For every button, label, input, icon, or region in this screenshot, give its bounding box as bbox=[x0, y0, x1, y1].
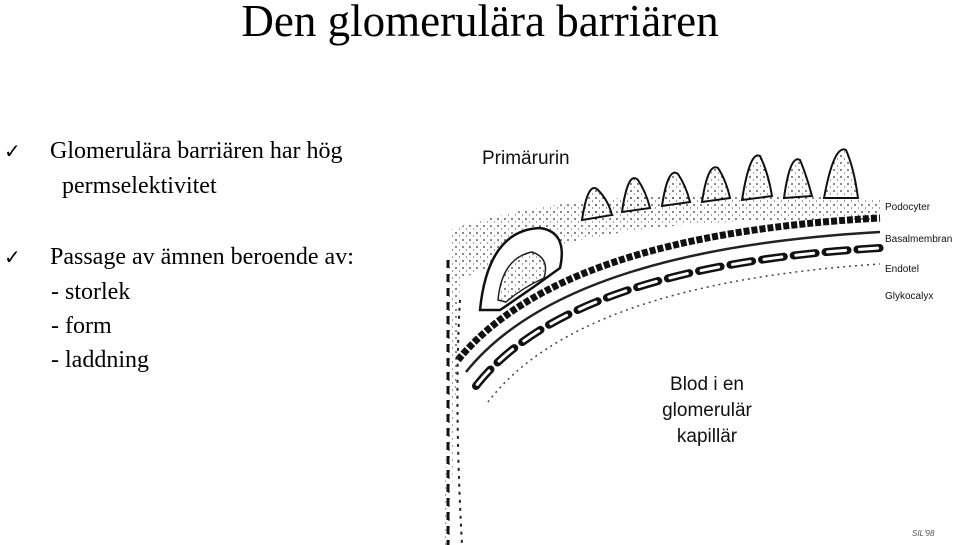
podocyte-nucleus bbox=[497, 251, 547, 303]
glycocalyx bbox=[487, 263, 881, 403]
label-glycocalyx: Glykocalyx bbox=[885, 291, 934, 302]
check-icon: ✓ bbox=[4, 139, 21, 163]
basement-membrane-inner bbox=[465, 230, 881, 373]
label-podocytes: Podocyter bbox=[885, 202, 931, 213]
label-endothelium: Endotel bbox=[885, 264, 919, 275]
sub-item-charge: - laddning bbox=[51, 347, 149, 373]
bullet-text: Glomerulära barriären har hög bbox=[50, 138, 343, 164]
podocyte-layer bbox=[444, 194, 880, 545]
barrier-illustration bbox=[444, 148, 884, 545]
signature-mark: SIL'98 bbox=[912, 529, 935, 538]
sub-item-size: - storlek bbox=[51, 279, 131, 305]
label-blood-capillary: Blod i en glomerulär kapillär bbox=[662, 374, 752, 447]
bullet-text-line2: permselektivitet bbox=[62, 173, 217, 199]
label-basement-membrane: Basalmembran bbox=[885, 234, 953, 245]
label-primary-urine: Primärurin bbox=[482, 148, 570, 169]
bullet-text: Passage av ämnen beroende av: bbox=[50, 244, 354, 270]
check-icon: ✓ bbox=[4, 245, 21, 269]
foot-processes bbox=[580, 148, 860, 222]
glomerular-barrier-figure: Primärurin Podocyter Basalmembran Endote… bbox=[440, 140, 960, 545]
basement-membrane bbox=[455, 214, 881, 363]
page-title: Den glomerulära barriären bbox=[241, 0, 719, 46]
sub-item-shape: - form bbox=[51, 313, 112, 339]
